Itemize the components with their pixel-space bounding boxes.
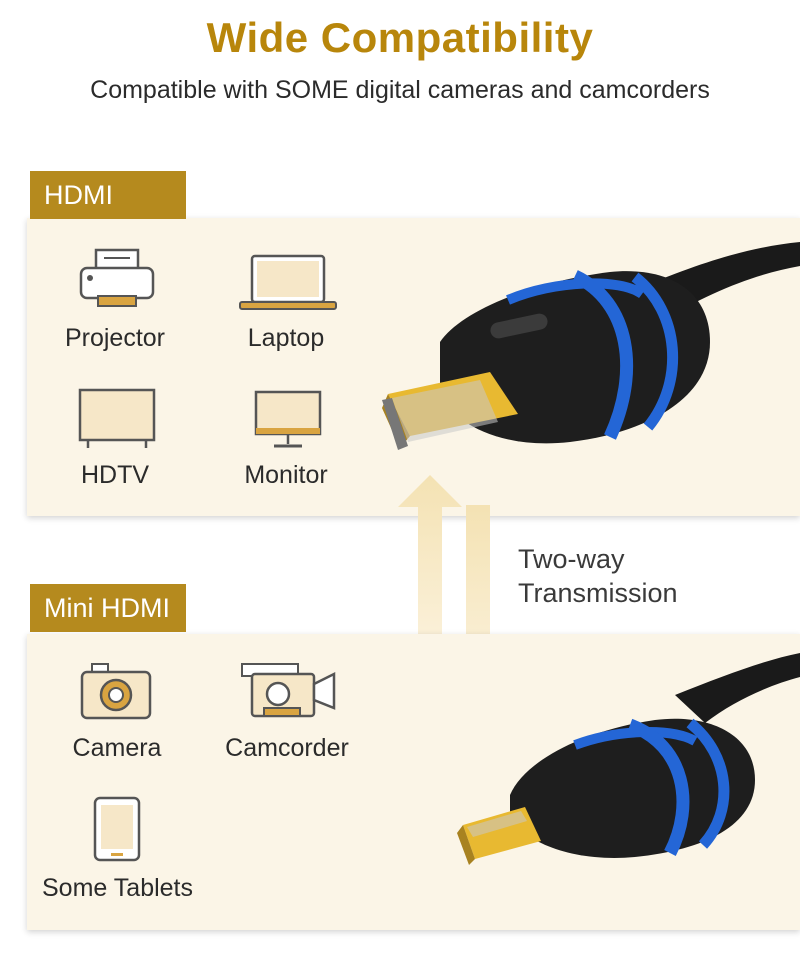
two-way-arrow-icon [398,475,508,685]
hdmi-cable-image [380,222,800,462]
camera-label: Camera [72,734,162,762]
hdtv-icon [78,388,156,450]
mini-hdmi-cable-image [455,645,800,875]
monitor-label: Monitor [244,461,328,489]
page-subtitle: Compatible with SOME digital cameras and… [90,76,710,104]
page-title: Wide Compatibility [206,14,594,61]
mini-hdmi-tag: Mini HDMI [30,584,186,632]
laptop-label: Laptop [247,324,325,352]
tablets-label: Some Tablets [41,874,193,902]
tablet-icon [93,796,141,862]
transmission-line-1: Two-way [518,544,625,574]
camcorder-icon [238,662,338,722]
camcorder-label: Camcorder [225,734,349,762]
hdmi-tag: HDMI [30,171,186,219]
projector-label: Projector [64,324,166,352]
laptop-icon [238,254,338,312]
projector-icon [78,248,156,310]
camera-icon [80,662,152,720]
hdtv-label: HDTV [80,461,150,489]
transmission-line-2: Transmission [518,578,678,608]
monitor-icon [254,390,322,452]
